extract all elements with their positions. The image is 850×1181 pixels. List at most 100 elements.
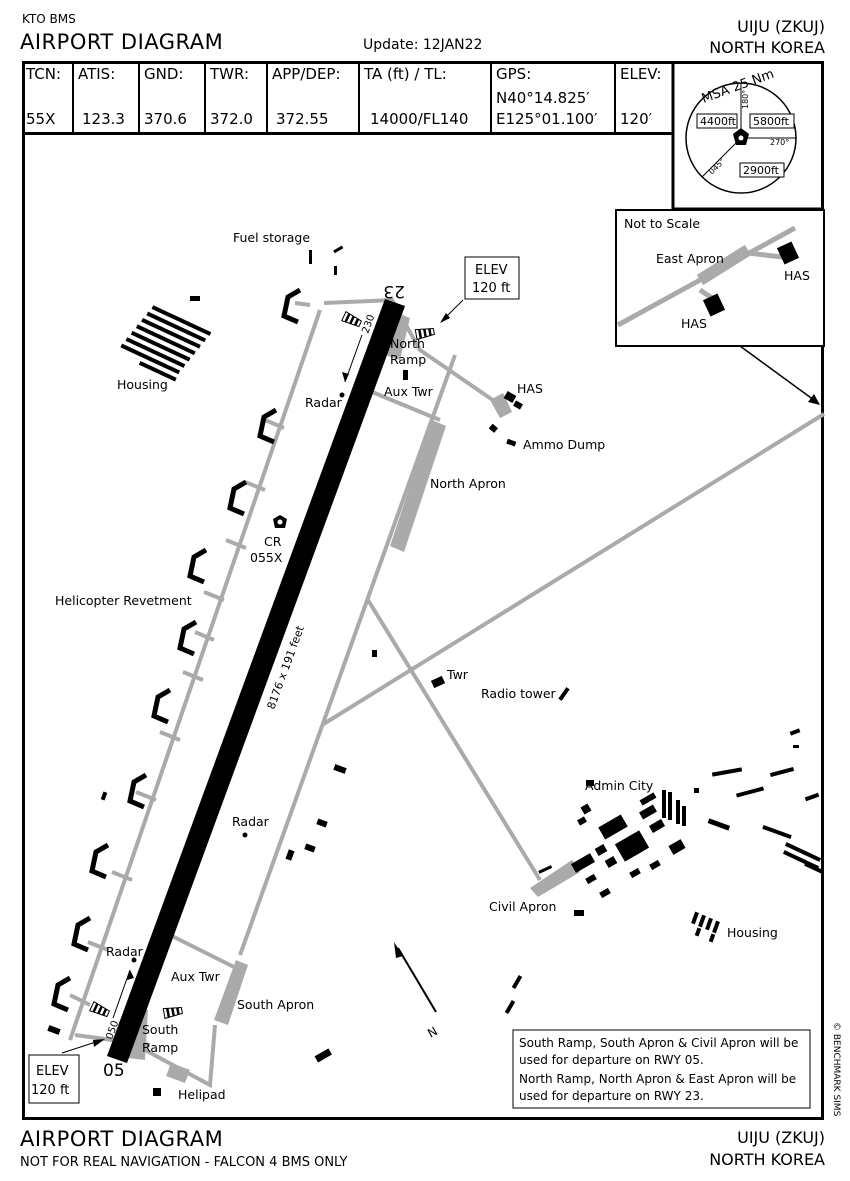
- helicopter-revetment-label: Helicopter Revetment: [55, 593, 192, 608]
- info-value: 372.55: [276, 110, 329, 128]
- north-apron: [390, 420, 446, 552]
- inset-has-label-1: HAS: [784, 268, 810, 283]
- windsock-icon: [89, 1000, 111, 1018]
- msa-alt-nw: 4400ft: [700, 115, 737, 128]
- north-ramp: [385, 312, 410, 360]
- building: [511, 974, 523, 990]
- radar-south-label: Radar: [106, 944, 144, 959]
- inset-has-label-2: HAS: [681, 316, 707, 331]
- building: [190, 296, 200, 301]
- note-line: South Ramp, South Apron & Civil Apron wi…: [519, 1036, 798, 1050]
- elev-label: ELEV: [36, 1064, 69, 1079]
- building: [372, 650, 377, 657]
- revetment-icon: [127, 772, 148, 810]
- buildings: [47, 245, 824, 1096]
- msa-alt-box: [696, 113, 738, 129]
- info-label: ATIS:: [78, 65, 116, 83]
- info-label: ELEV:: [620, 65, 662, 83]
- elev-value: 120 ft: [31, 1083, 69, 1098]
- msa-alt-box: [749, 113, 795, 129]
- windsock-icon: [341, 310, 363, 328]
- radar-icon: [339, 392, 345, 398]
- building: [316, 818, 328, 828]
- elev-callout-bottom: ELEV 120 ft: [28, 1039, 105, 1104]
- south-apron-label: South Apron: [237, 997, 314, 1012]
- msa-alt-s: 2900ft: [743, 164, 780, 177]
- helipad-pad: [166, 1063, 190, 1083]
- revetment-icon: [227, 479, 248, 517]
- building: [47, 1025, 61, 1035]
- revetment-icon: [71, 915, 92, 953]
- info-value: 372.0: [210, 110, 253, 128]
- admin-city-label: Admin City: [585, 778, 654, 793]
- info-label: GND:: [144, 65, 184, 83]
- note-line: North Ramp, North Apron & East Apron wil…: [519, 1072, 796, 1086]
- info-elev: ELEV: 120′: [616, 61, 671, 132]
- note-line: used for departure on RWY 05.: [519, 1053, 704, 1067]
- admin-city-buildings: [538, 728, 824, 899]
- helicopter-revetments: [51, 287, 302, 1013]
- taxiways: [68, 297, 826, 1089]
- has-shelter: [503, 391, 517, 403]
- civil-apron: [530, 860, 580, 897]
- info-label: GPS:: [496, 65, 532, 83]
- msa-alt-ne: 5800ft: [753, 115, 790, 128]
- east-parallel-taxiway: [238, 354, 457, 956]
- info-value: 55X: [26, 110, 56, 128]
- info-gps: GPS: N40°14.825′ E125°01.100′: [492, 61, 616, 132]
- building: [285, 849, 295, 861]
- info-label: TCN:: [26, 65, 62, 83]
- elev-value: 120 ft: [472, 281, 510, 296]
- info-label: TWR:: [210, 65, 250, 83]
- info-value: 370.6: [144, 110, 187, 128]
- note-line: used for departure on RWY 23.: [519, 1089, 704, 1103]
- org-label: KTO BMS: [22, 12, 76, 26]
- radio-tower-label: Radio tower: [481, 686, 557, 701]
- revetment-icon: [51, 975, 72, 1013]
- info-bar: TCN: 55X ATIS: 123.3 GND: 370.6 TWR: 372…: [22, 61, 674, 135]
- msa-brg-270: 270°: [770, 138, 789, 147]
- building: [100, 791, 108, 801]
- revetment-icon: [281, 287, 302, 325]
- building: [574, 910, 584, 916]
- radar-icon: [242, 832, 248, 838]
- tacan-cr-icon: [273, 515, 287, 528]
- housing-block-nw: [120, 305, 212, 382]
- fuel-tank: [334, 266, 337, 275]
- helipad-label: Helipad: [178, 1087, 226, 1102]
- msa-alt-box: [739, 162, 785, 178]
- footer-title: AIRPORT DIAGRAM: [20, 1127, 224, 1151]
- has-apron: [490, 393, 512, 418]
- info-value: 14000/FL140: [370, 110, 469, 128]
- footer-country: NORTH KOREA: [709, 1150, 825, 1169]
- radar-mid-label: Radar: [232, 814, 270, 829]
- windsock-icon: [162, 1006, 183, 1020]
- radar-icon: [131, 957, 137, 963]
- info-value: 123.3: [82, 110, 125, 128]
- departure-note: South Ramp, South Apron & Civil Apron wi…: [512, 1029, 811, 1109]
- north-ramp-label: North: [390, 336, 425, 351]
- housing-block-se: [691, 911, 720, 943]
- building: [170, 904, 176, 916]
- inset-east-apron: Not to Scale East Apron HAS HAS: [615, 209, 825, 405]
- housing-nw-label: Housing: [117, 377, 168, 392]
- radio-tower: [558, 687, 570, 701]
- airport-name: UIJU (ZKUJ): [737, 17, 825, 36]
- msa-diagram: MSA 25 Nm 4400ft 5800ft 2900ft 180° 270°…: [685, 67, 797, 194]
- inset-east-apron-label: East Apron: [656, 251, 724, 266]
- elev-label: ELEV: [475, 263, 508, 278]
- building: [153, 1088, 161, 1096]
- info-label: TA (ft) / TL:: [364, 65, 447, 83]
- diagram-frame: [22, 61, 824, 1120]
- north-arrow-icon: N: [394, 942, 440, 1040]
- ammo-dump-label: Ammo Dump: [523, 437, 605, 452]
- south-ramp-label: South: [142, 1022, 178, 1037]
- copyright: © BENCHMARK SIMS: [831, 1022, 841, 1117]
- north-apron-label: North Apron: [430, 476, 506, 491]
- inset-apron: [696, 244, 752, 286]
- fuel-tank: [333, 245, 344, 254]
- revetment-icon: [187, 547, 208, 585]
- south-apron: [214, 960, 248, 1025]
- info-atis: ATIS: 123.3: [74, 61, 140, 132]
